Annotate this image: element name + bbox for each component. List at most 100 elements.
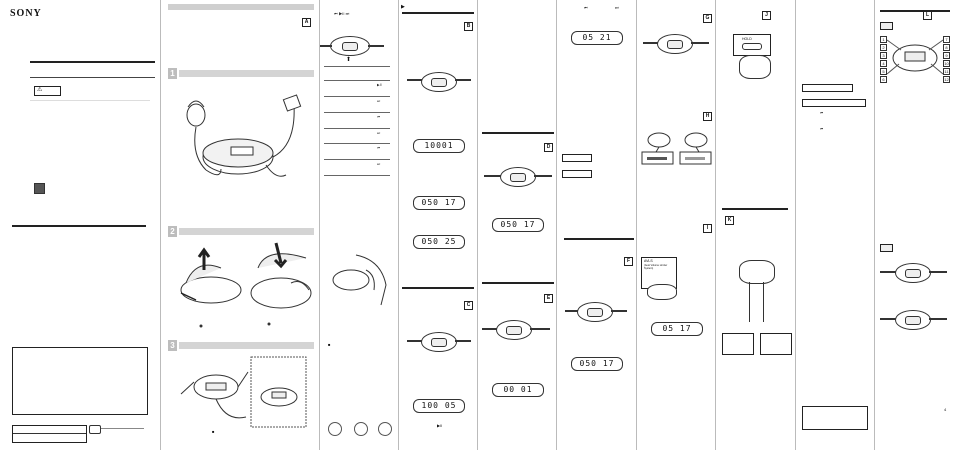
fold-line-2: [319, 0, 320, 450]
fold-line-6: [636, 0, 637, 450]
table-row: [324, 112, 390, 113]
avls-label: AVLS: [644, 259, 653, 263]
cable-right: [368, 45, 384, 47]
connecting-cable: [749, 282, 750, 322]
fold-line-1: [160, 0, 161, 450]
cable-right: [534, 175, 552, 177]
remote-table-panel: ⏮ ▶II ⏭ ⬆ ▶II ⏭ ⏮ ⏭ ⏮ ⏭ ■: [320, 0, 398, 450]
disc-ok-icon: [328, 422, 342, 436]
hold-label: HOLD: [742, 37, 752, 41]
prev-symbol: ⏮: [584, 5, 588, 10]
cable-left: [484, 175, 501, 177]
remote-control-illustration: [421, 332, 457, 352]
section-label-h: H: [703, 112, 712, 121]
remote-control-illustration: [895, 310, 931, 330]
battery-indicator-illustration: [641, 132, 712, 165]
play-pause-symbol: ▶II: [437, 423, 443, 428]
fold-line-4: [477, 0, 478, 450]
part-number: 11: [943, 68, 950, 75]
section-label-l: L: [923, 11, 932, 20]
table-row: [324, 80, 390, 81]
play-arrow-icon: ▶: [401, 4, 405, 10]
table-symbol: ▶II: [377, 83, 382, 87]
section-label-f: F: [624, 257, 633, 266]
prev-symbol: ⏮: [820, 111, 824, 115]
disc-removal-illustration: [332, 254, 387, 306]
table-symbol: ⏭: [377, 99, 381, 103]
step-bar-1: [179, 70, 314, 77]
step-number-2: 2: [168, 226, 177, 237]
cable-right: [929, 318, 947, 320]
table-row: [324, 66, 390, 67]
player-illustration: [647, 284, 677, 300]
cable-right: [611, 310, 627, 312]
display-b2: 050 17: [413, 196, 465, 210]
section-f-g-panel: ⏮ ⏭ 05 21 F 050 17: [557, 0, 636, 450]
remote-display: [667, 40, 683, 49]
display-d1: 050 17: [492, 218, 544, 232]
label-box: [802, 99, 866, 107]
fold-line-3: [398, 0, 399, 450]
part-number: 1: [880, 36, 887, 43]
external-device-box: [760, 333, 792, 355]
sub-heading-box: [880, 22, 893, 30]
note-box: [802, 406, 868, 430]
remote-display: [510, 173, 526, 182]
remote-display: [342, 42, 358, 51]
heading-rule: [482, 282, 554, 284]
text-line: [30, 100, 150, 101]
section-b-c-panel: ▶ B 10001 050 17 050 25 C 100 05 ▶II: [399, 0, 477, 450]
section-label-b: B: [464, 22, 473, 31]
table-symbol: ⏭: [377, 131, 381, 135]
sub-heading-box: [880, 244, 893, 252]
section-label-d: D: [544, 143, 553, 152]
remote-control-illustration: [496, 320, 532, 340]
external-device-box: [722, 333, 754, 355]
connect-headphones-illustration: [186, 94, 302, 177]
part-number: 8: [943, 44, 950, 51]
display-i1: 05 17: [651, 322, 703, 336]
cable-left: [320, 45, 332, 47]
section-label-a: A: [302, 18, 311, 27]
remote-control-illustration: [895, 263, 931, 283]
cable-right: [455, 79, 471, 81]
table-row: [324, 128, 390, 129]
cable-right: [530, 328, 550, 330]
fold-line-7: [715, 0, 716, 450]
arrow-up-icon: ⬆: [346, 57, 352, 63]
display-g1: 05 21: [571, 31, 623, 45]
warning-box: ⚠: [34, 86, 61, 96]
avls-caption: (Auto Volume Limiter System): [644, 264, 668, 270]
heading-rule: [722, 208, 788, 210]
parts-panel: L 1 2 3 4 5 6 7 8 9 10 11 12 4: [875, 0, 954, 450]
next-symbol: ⏭: [615, 5, 619, 10]
cable-right: [929, 271, 947, 273]
subtitle-rule: [30, 77, 155, 78]
table-row: [324, 159, 390, 160]
notes-panel: ⏮ ⏮: [796, 0, 874, 450]
step-bar-3: [179, 342, 314, 349]
table-row: [324, 143, 390, 144]
disc-logo-icon: [34, 183, 45, 194]
display-f1: 050 17: [571, 357, 623, 371]
table-symbol: ⏮: [377, 146, 381, 150]
cable-left: [565, 310, 578, 312]
hold-switch-box: HOLD: [733, 34, 771, 56]
table-row: [324, 175, 390, 176]
warning-triangle-icon: ⚠: [37, 87, 43, 93]
connecting-cable: [763, 282, 764, 322]
part-number: 6: [880, 76, 887, 83]
step-number-1: 1: [168, 68, 177, 79]
getting-started-panel: A 1 2 3 ■: [161, 0, 319, 450]
insert-cd-illustration: [180, 242, 312, 328]
cable-left: [880, 318, 896, 320]
transport-symbols-top: ⏮ ▶II ⏭: [334, 11, 350, 16]
fold-line-5: [556, 0, 557, 450]
prev-symbol: ⏮: [820, 127, 824, 131]
heading-rule: [482, 132, 554, 134]
player-illustration: [739, 260, 775, 284]
table-symbol: ⏮: [377, 115, 381, 119]
player-illustration: [739, 55, 771, 79]
part-number: 5: [880, 68, 887, 75]
display-e1: 00 01: [492, 383, 544, 397]
